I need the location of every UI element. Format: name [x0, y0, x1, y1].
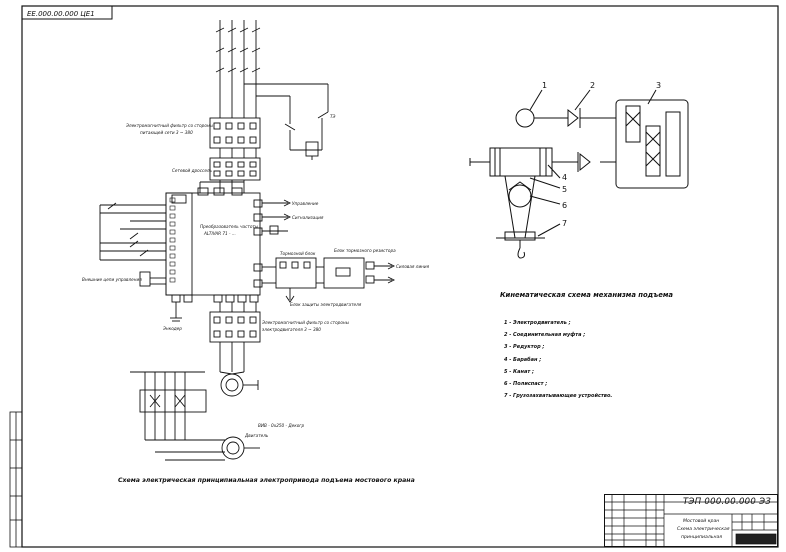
motor-type-label: ВИВ - 0х250 - Декогр	[258, 423, 304, 428]
callout-1: 1	[542, 81, 547, 90]
choke-label: Сетевой дроссель	[172, 168, 213, 173]
callout-3: 3	[656, 81, 661, 90]
legend-item-4: 4 - Барабан ;	[504, 356, 542, 363]
inverter-label-1: Преобразователь частоты	[200, 224, 259, 229]
electrical-schematic	[99, 20, 396, 461]
filter-bottom-label-2: электродвигателя 3 ~ 380	[262, 327, 321, 332]
left-margin-strip	[9, 411, 23, 548]
sheet-frame	[21, 5, 779, 548]
encoder-top-label: Энкодер	[162, 326, 182, 331]
legend-item-2: 2 - Соединительная муфта ;	[504, 332, 586, 339]
legend-item-7: 7 - Грузозахватывающее устройство.	[504, 393, 613, 400]
brake-unit-label: Тормозной блок	[280, 251, 316, 256]
filter-top-label-2: питающей сети 3 ~ 380	[140, 130, 193, 135]
main-caption: Схема электрическая принципиальная элект…	[118, 477, 415, 484]
kinematic-diagram	[469, 89, 689, 259]
filter-bottom-label-1: Электромагнитный фильтр со стороны	[261, 320, 350, 325]
callout-5: 5	[562, 185, 567, 194]
output-label-1: Силовая линия	[396, 264, 430, 269]
kinematic-legend: 1 - Электродвигатель ; 2 - Соединительна…	[504, 317, 612, 402]
top-code-box	[21, 5, 113, 20]
title-block: ТЭП 000.00.000 ЭЗ Мостовой кран Схема эл…	[604, 494, 778, 547]
output-label-3: Сигнализация	[292, 215, 324, 220]
encoder-label: Внешние цепи управления	[82, 277, 142, 282]
ext-block-label: Блок защиты электродвигателя	[290, 302, 362, 307]
brake-resistor-label: Блок тормозного резистора	[334, 248, 396, 253]
schematic-labels: Электромагнитный фильтр со стороны питаю…	[82, 114, 430, 438]
brake-coil-label: ТЭ	[330, 114, 336, 119]
drawing-name-line-1: Мостовой кран	[683, 519, 720, 524]
drawing-name-line-2: Схема электрическая	[677, 527, 730, 532]
callout-6: 6	[562, 201, 567, 210]
legend-item-5: 5 - Канат ;	[504, 368, 534, 375]
callout-2: 2	[590, 81, 595, 90]
inverter-label-2: ALTIVAR 71 - ...	[203, 231, 236, 236]
callout-4: 4	[562, 173, 567, 182]
top-code: ЕЕ.000.00.000 ЦЕ1	[27, 10, 95, 18]
callout-7: 7	[562, 219, 567, 228]
drawing-name-line-3: принципиальная	[681, 535, 723, 540]
legend-item-3: 3 - Редуктор ;	[504, 344, 545, 351]
legend-item-6: 6 - Полиспаст ;	[504, 381, 548, 388]
legend-item-1: 1 - Электродвигатель ;	[504, 320, 571, 326]
title-block-grid	[604, 494, 778, 547]
motor-label: Двигатель	[244, 433, 269, 438]
drawing-designation: ТЭП 000.00.000 ЭЗ	[683, 497, 772, 507]
output-label-2: Управление	[292, 201, 319, 206]
filter-top-label-1: Электромагнитный фильтр со стороны	[125, 123, 214, 128]
kinematic-title: Кинематическая схема механизма подъема	[500, 291, 674, 299]
